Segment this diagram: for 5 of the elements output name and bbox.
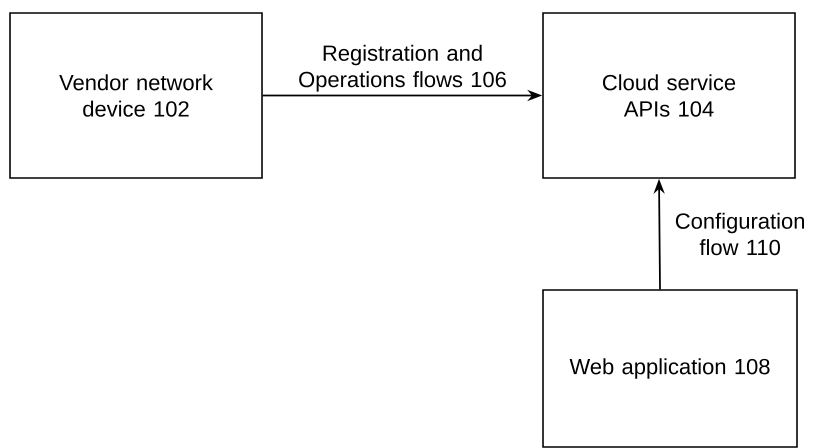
process-box: Web application 108 [542, 289, 798, 448]
process-box: Vendor network device 102 [9, 12, 263, 179]
edge-label: Configuration flow 110 [676, 212, 804, 256]
process-box: Cloud service APIs 104 [542, 12, 796, 179]
edge-label: Registration and Operations flows 106 [299, 44, 506, 92]
